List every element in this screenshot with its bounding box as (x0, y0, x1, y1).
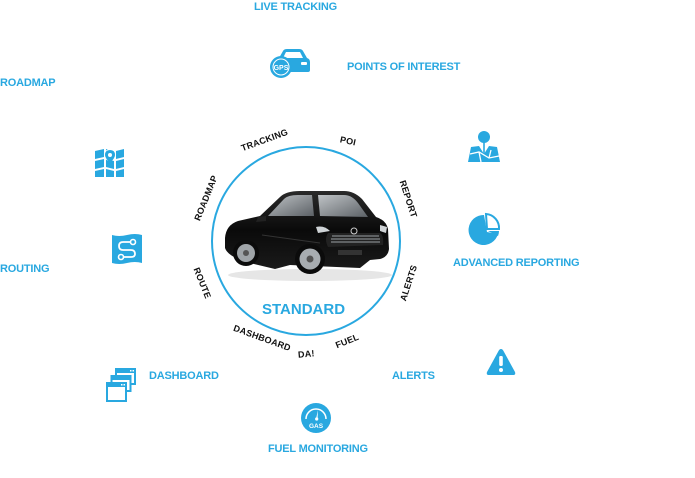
alerts-label: ALERTS (392, 370, 435, 382)
ring-label-das: DA! (297, 348, 316, 360)
routing-label: ROUTING (0, 263, 50, 275)
warning-icon (486, 348, 516, 376)
car-image (220, 183, 392, 288)
points-of-interest-label: POINTS OF INTEREST (347, 61, 461, 73)
ring-label-poi: POI (339, 134, 357, 148)
roadmap-label: ROADMAP (0, 77, 56, 89)
plan-name: STANDARD (262, 301, 346, 318)
route-icon (111, 233, 143, 265)
ring-label-report: REPORT (397, 179, 420, 219)
gps-car-icon: GPS (269, 48, 311, 80)
ring-label-alerts: ALERTS (398, 263, 420, 303)
map-icon (95, 148, 125, 178)
svg-text:GPS: GPS (274, 65, 289, 72)
dashboard-label: DASHBOARD (149, 370, 219, 382)
ring-label-route: ROUTE (191, 266, 213, 300)
live-tracking-label: LIVE TRACKING (254, 1, 337, 13)
gas-gauge-icon: GAS (300, 402, 332, 434)
map-pin-icon (467, 130, 503, 164)
plan-ring (211, 146, 401, 336)
svg-text:GAS: GAS (309, 423, 324, 430)
pie-chart-icon (468, 212, 502, 246)
advanced-reporting-label: ADVANCED REPORTING (453, 257, 580, 269)
fuel-monitoring-label: FUEL MONITORING (268, 443, 368, 455)
ring-label-fuel: FUEL (334, 331, 361, 351)
windows-icon (106, 368, 136, 404)
